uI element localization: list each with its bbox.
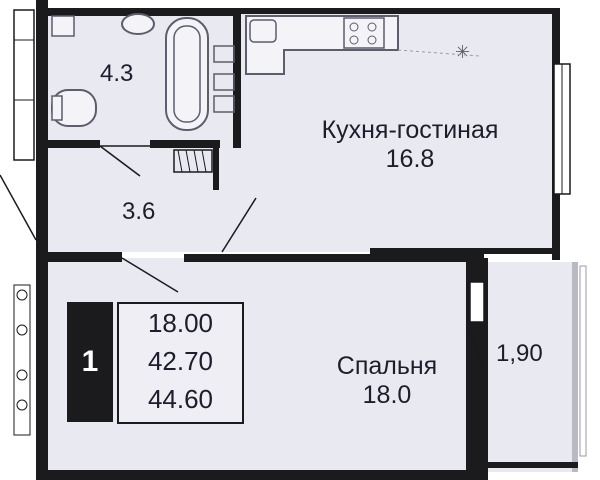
wardrobe-hanger — [201, 149, 207, 173]
kitchen-living-label: Кухня-гостиная 16.8 — [280, 116, 540, 174]
bedroom-door-leaf — [121, 257, 179, 293]
balcony-area: 1,90 — [496, 340, 543, 367]
facade-node — [16, 369, 28, 381]
living-area-value: 18.00 — [147, 308, 214, 338]
wardrobe — [173, 149, 213, 173]
stove — [343, 17, 385, 49]
apartment-summary: 1 18.00 42.70 44.60 — [67, 302, 244, 424]
left-outer-wall — [36, 0, 48, 480]
light-cable — [397, 49, 481, 57]
wardrobe-hanger — [177, 149, 183, 173]
burner — [349, 35, 359, 45]
hallway-area: 3.6 — [122, 198, 156, 225]
ceiling-light-icon: ✳ — [455, 42, 470, 63]
bedroom-balcony-window — [469, 281, 485, 323]
balcony-railing — [572, 262, 578, 472]
mid-wall-right — [184, 254, 484, 262]
rooms-count-badge: 1 — [67, 302, 113, 422]
facade-diagonal — [0, 174, 37, 241]
kitchen-bottom-wall — [370, 248, 560, 254]
sink — [121, 13, 155, 35]
facade-node — [16, 289, 28, 301]
balcony-door-leaf — [467, 321, 487, 383]
kitchen-counter — [245, 15, 399, 75]
top-wall-left — [36, 8, 236, 16]
bath-door-leaf — [99, 145, 141, 177]
burner — [367, 35, 377, 45]
bathroom-area: 4.3 — [100, 60, 134, 87]
bath-bottom-wall-left — [36, 140, 100, 148]
wardrobe-hanger — [193, 149, 199, 173]
cabinet — [213, 73, 235, 91]
bottom-wall — [36, 470, 476, 480]
toilet-tank — [51, 95, 63, 121]
kitchen-door-leaf — [221, 197, 257, 253]
mid-wall-left — [36, 252, 122, 262]
balcony-glazing — [579, 265, 587, 457]
balcony-bottom — [488, 462, 578, 468]
total-with-balcony-value: 44.60 — [147, 384, 214, 414]
upper-floor-area — [46, 12, 554, 252]
cabinet — [213, 95, 235, 113]
bathtub — [165, 17, 209, 131]
kitchen-living-name: Кухня-гостиная — [321, 116, 499, 144]
cabinet — [213, 45, 235, 63]
total-area-value: 42.70 — [147, 346, 214, 376]
bath-bottom-wall-right — [150, 140, 220, 148]
burner — [349, 22, 359, 32]
top-wall-right — [236, 8, 556, 14]
facade-node — [16, 399, 28, 411]
burner — [367, 22, 377, 32]
washer — [51, 15, 75, 37]
left-facade-lower — [13, 284, 31, 436]
bedroom-label: Спальня 18.0 — [312, 352, 462, 410]
wardrobe-hanger — [185, 149, 191, 173]
bedroom-area: 18.0 — [362, 380, 412, 409]
area-summary-values: 18.00 42.70 44.60 — [117, 302, 244, 424]
balcony-floor — [488, 262, 574, 472]
bath-right-wall — [233, 12, 241, 148]
bathtub-inner — [173, 25, 201, 123]
kitchen-sink — [249, 19, 277, 43]
kitchen-living-area: 16.8 — [385, 144, 435, 173]
bedroom-name: Спальня — [336, 352, 438, 380]
facade-node — [16, 324, 28, 336]
closet-wall — [213, 148, 219, 190]
left-facade-bay — [13, 9, 35, 161]
